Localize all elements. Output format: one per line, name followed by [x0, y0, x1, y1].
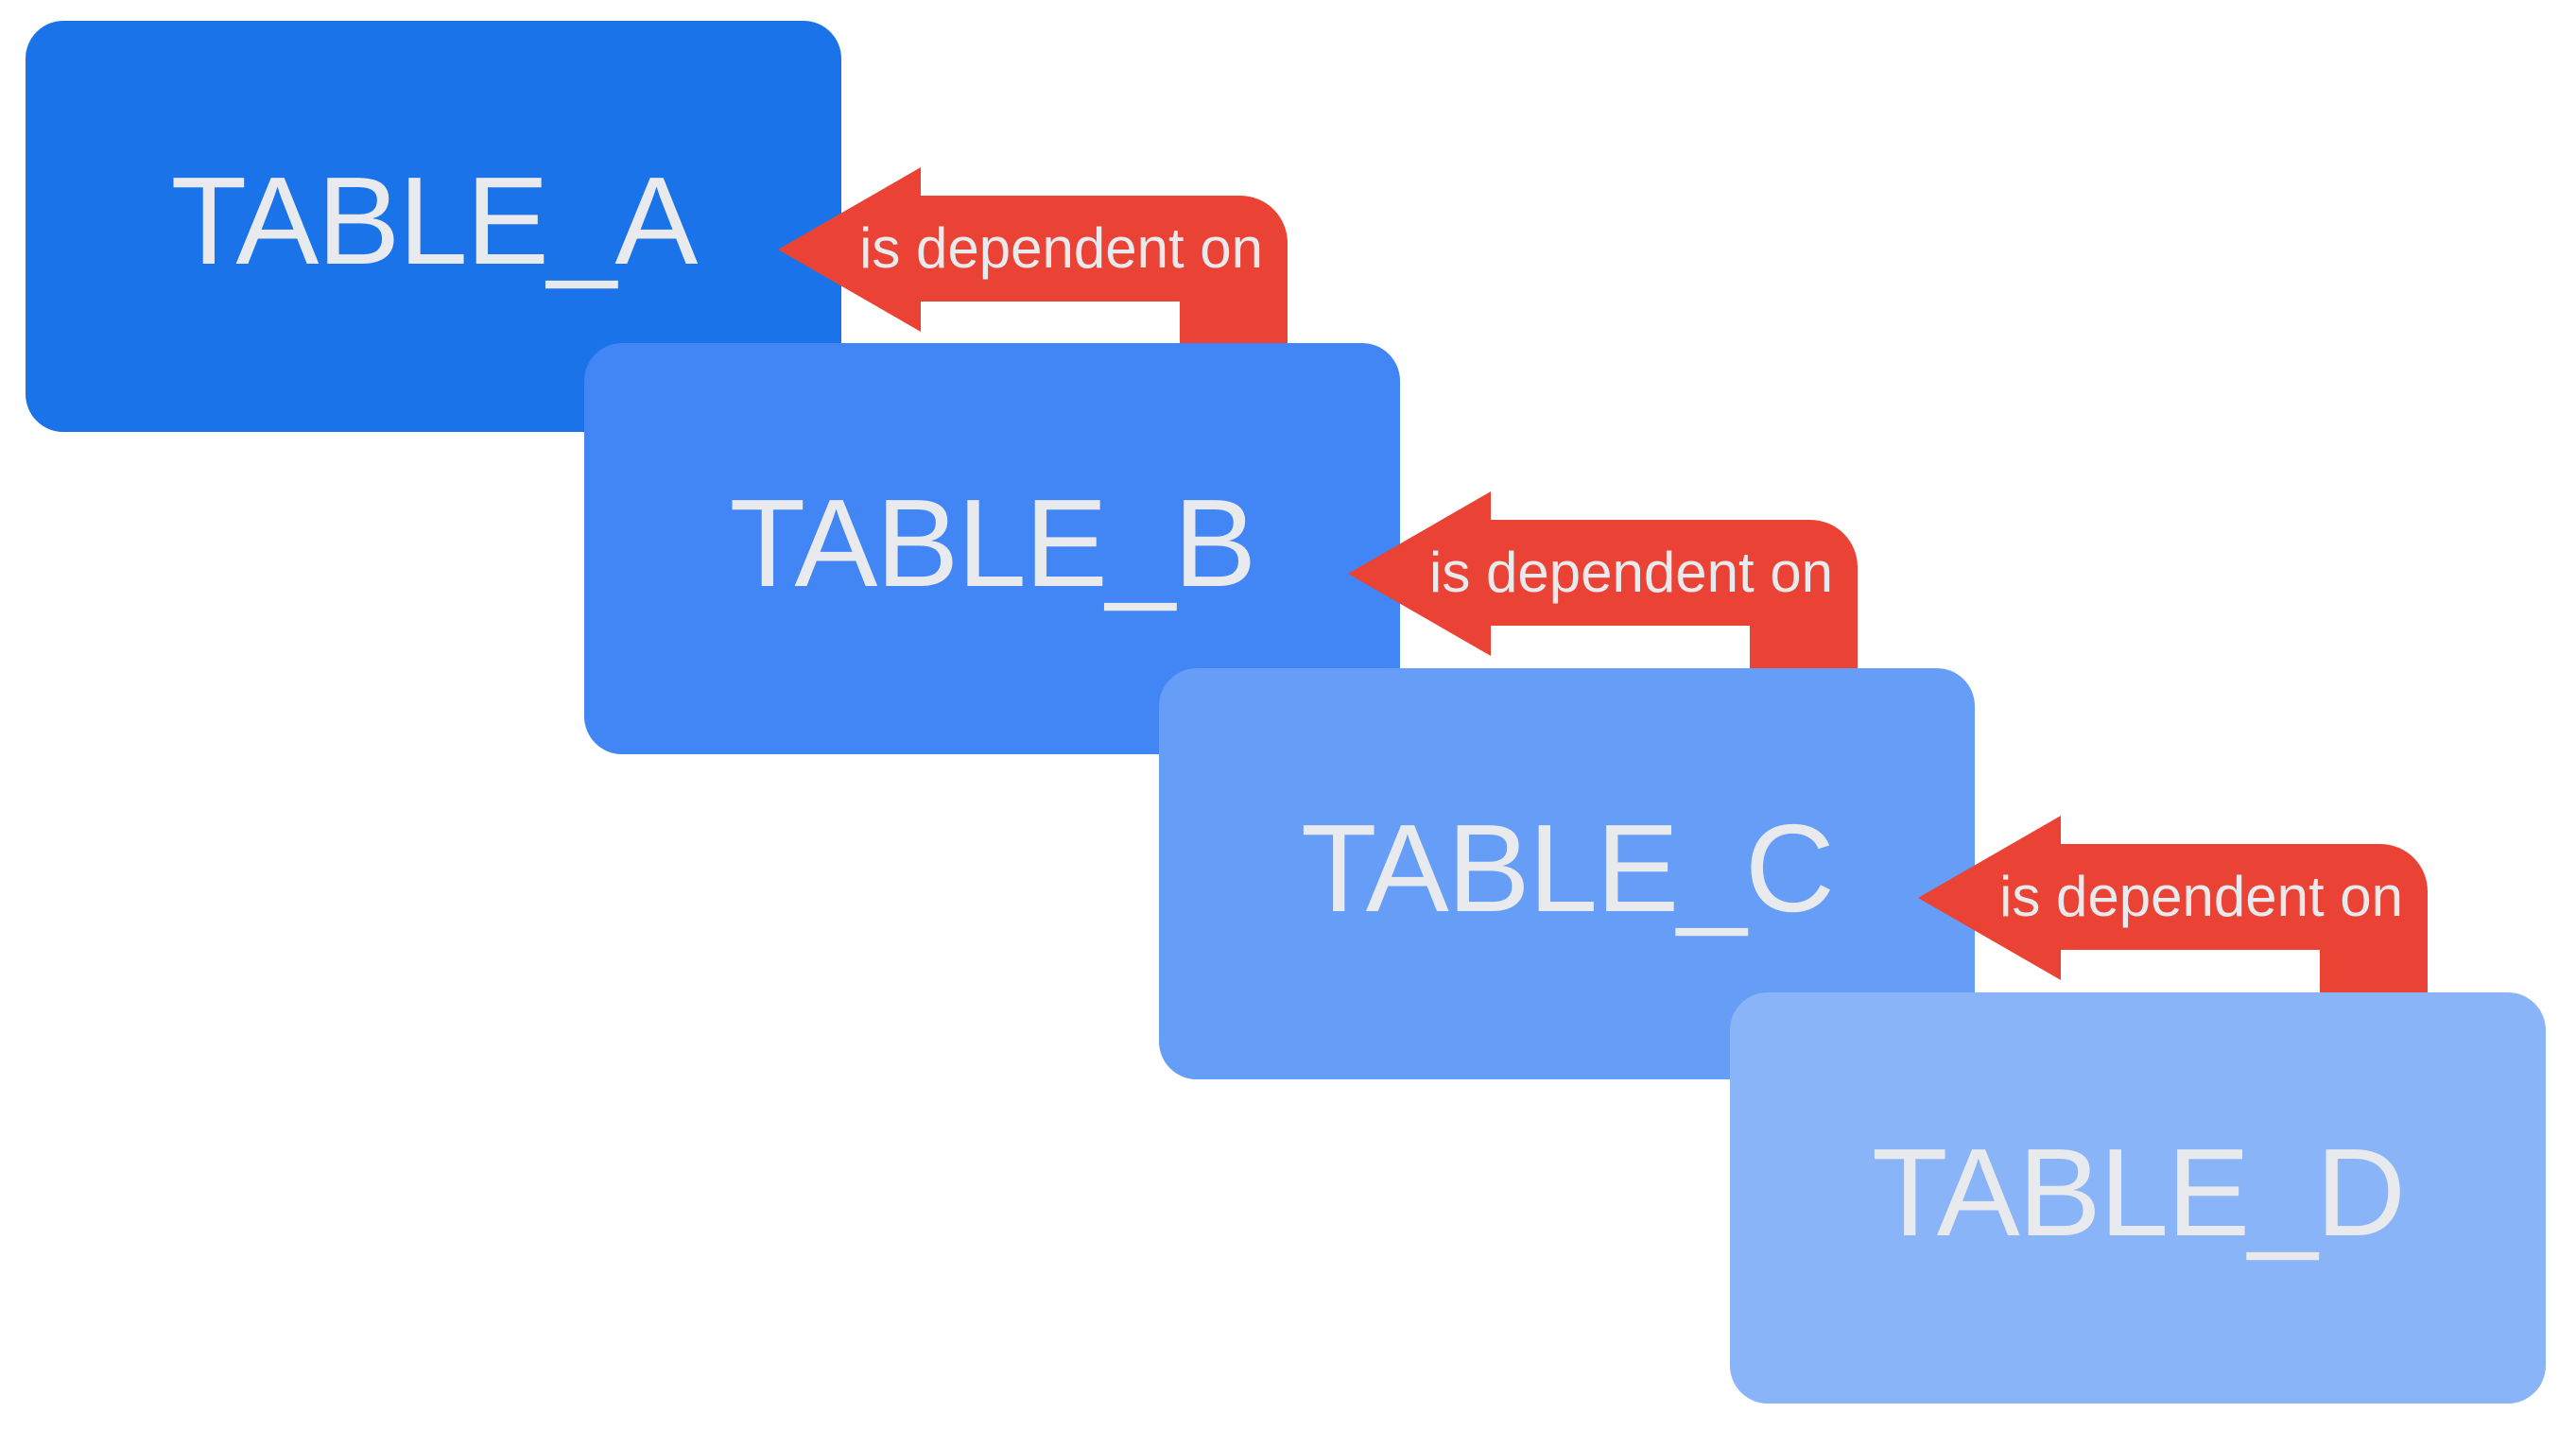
table-a-label: TABLE_A: [170, 150, 699, 290]
table-b-label: TABLE_B: [729, 473, 1257, 612]
left-arrow-icon: [1918, 816, 2428, 995]
left-arrow-icon: [1348, 491, 1858, 671]
table-c-label: TABLE_C: [1300, 798, 1835, 938]
dependency-arrow-c-to-b: is dependent on: [1348, 491, 1863, 671]
table-node-d: TABLE_D: [1730, 992, 2546, 1404]
table-node-a: TABLE_A: [26, 21, 841, 432]
left-arrow-connector-shape: [1348, 491, 1858, 671]
dependency-arrow-d-to-c: is dependent on: [1918, 816, 2433, 995]
dependency-arrow-label: is dependent on: [1428, 541, 1834, 604]
dependency-arrow-label: is dependent on: [858, 216, 1264, 280]
dependency-arrow-b-to-a: is dependent on: [778, 167, 1293, 347]
left-arrow-connector-shape: [1918, 816, 2428, 995]
left-arrow-icon: [778, 167, 1288, 347]
dependency-arrow-label: is dependent on: [1998, 865, 2404, 928]
left-arrow-connector-shape: [778, 167, 1288, 347]
table-d-label: TABLE_D: [1871, 1122, 2406, 1262]
